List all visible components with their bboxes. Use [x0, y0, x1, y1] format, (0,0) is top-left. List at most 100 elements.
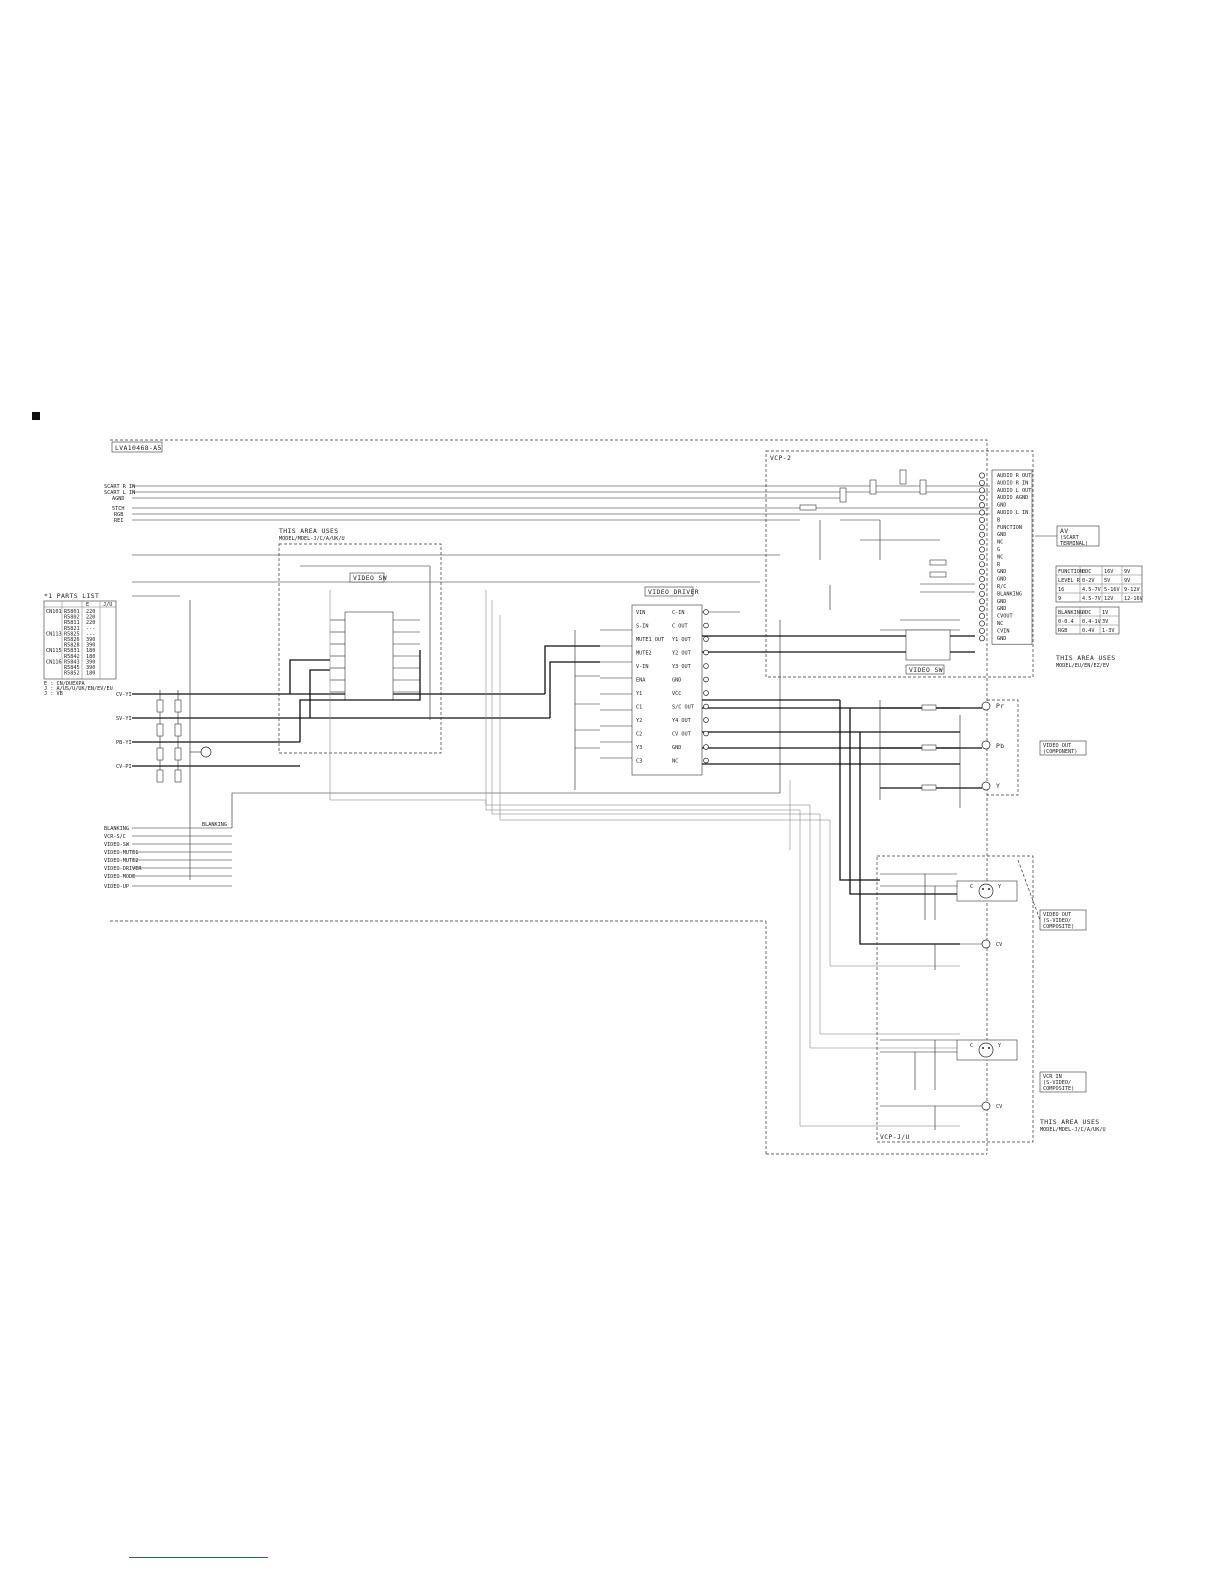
driver-pin-right: Y1 OUT	[672, 637, 691, 643]
vcr-in-2: (S-VIDEO/	[1043, 1080, 1071, 1086]
scart-pin-label: NC	[997, 540, 1003, 546]
function-table-cell: 5-16V	[1104, 587, 1120, 593]
scart-pin	[979, 568, 985, 575]
blanking-table-cell: 0.4-1V	[1082, 619, 1101, 625]
ctrl-vcr-sc: VCR-S/C	[104, 834, 126, 840]
av-label-2: (SCART	[1060, 535, 1079, 541]
av-label-3: TERMINAL)	[1060, 541, 1088, 547]
signal-rei: REI	[114, 518, 123, 524]
driver-pin-left: Y3	[636, 745, 642, 751]
svg-text:J/U: J/U	[103, 602, 112, 608]
driver-pin-left: C1	[636, 705, 642, 711]
parts-row-group: CN115	[46, 648, 62, 654]
parts-note-2: J : A/US/U/UK/EN/EV/EU	[44, 686, 113, 692]
scart-pin-label: NC	[997, 554, 1003, 560]
blanking-table-cell: 1-3V	[1102, 628, 1115, 634]
scart-pin	[979, 539, 985, 546]
video-sw-2-box	[905, 664, 945, 675]
driver-pin-left: C2	[636, 732, 642, 738]
board-label-box	[111, 441, 163, 453]
scart-pin	[979, 561, 985, 568]
parts-row-ref: R5831	[64, 648, 80, 654]
footer-link[interactable]	[129, 1557, 268, 1558]
function-table-cell: 4.5-7V	[1082, 596, 1101, 602]
scart-pin-label: GND	[997, 599, 1006, 605]
scart-pin	[979, 553, 985, 560]
scart-pin-label: AUDIO L IN	[997, 510, 1028, 516]
parts-row-group: CN113	[46, 631, 62, 637]
scart-pin	[979, 620, 985, 627]
function-table-cell: 9V	[1124, 578, 1130, 584]
area-vcp-ju	[876, 855, 1034, 1143]
scart-pin	[979, 605, 985, 612]
video-sw-2-label: VIDEO SW	[909, 666, 943, 674]
area-uses-top-1: THIS AREA USES	[279, 527, 338, 535]
vcr-in-3: COMPOSITE)	[1043, 1086, 1074, 1092]
video-out-composite-2: (S-VIDEO/	[1043, 918, 1071, 924]
signal-scart-l-in: SCART L IN	[104, 490, 135, 496]
driver-pin-terminal	[703, 730, 709, 737]
scart-pin-label: AUDIO L OUT	[997, 488, 1031, 494]
scart-pin-label: BLANKING	[997, 591, 1022, 597]
driver-pin-right: NC	[672, 759, 678, 765]
parts-row-ref: R5842	[64, 654, 80, 660]
function-table-cell: 9-12V	[1124, 587, 1140, 593]
driver-pin-terminal	[703, 690, 709, 696]
ctrl-video-driver: VIDEO-DRIVER	[104, 866, 142, 872]
scart-pin-label: GND	[997, 532, 1006, 538]
ctrl-video-mute1: VIDEO-MUTE1	[104, 850, 138, 856]
ctrl-video-sw: VIDEO-SW	[104, 842, 130, 848]
section-marker	[32, 412, 40, 420]
jack-y: Y	[996, 782, 1000, 790]
vcr-in-c: C	[970, 1043, 973, 1049]
bottom-routing	[329, 590, 960, 1127]
vcr-in-y: Y	[998, 1043, 1002, 1049]
function-table-cell: 16	[1058, 587, 1064, 593]
driver-pin-left: V-IN	[636, 664, 649, 670]
area-vcp-2	[765, 450, 1034, 678]
scart-pin-label: G	[997, 547, 1000, 553]
video-sw-1-box	[349, 572, 385, 583]
driver-pin-right: GND	[672, 678, 681, 684]
svideo-out	[880, 873, 1018, 970]
parts-list: *1 PARTS LIST E J/U	[43, 592, 117, 680]
parts-note-1: E : CN/DUEXPA	[44, 681, 85, 687]
signal-scart-r-in: SCART R IN	[104, 484, 135, 490]
driver-pin-left: Y1	[636, 691, 642, 697]
driver-pin-terminal	[703, 757, 709, 764]
video-out-composite-1: VIDEO OUT	[1043, 912, 1071, 918]
video-out-component-box	[1039, 740, 1087, 756]
scart-pin-label: AUDIO R OUT	[997, 473, 1031, 479]
vcr-in-box	[1039, 1071, 1087, 1093]
scart-circuitry	[799, 469, 975, 675]
driver-pin-right: S/C OUT	[672, 705, 694, 711]
vcr-in	[880, 1039, 1018, 1130]
parts-row-value: 220	[86, 615, 95, 621]
scart-pin-label: AUDIO AGND	[997, 495, 1028, 501]
vcp-ju-label: VCP-J/U	[880, 1133, 910, 1141]
scart-connector-body	[991, 469, 1033, 645]
function-table-header: 16V	[1104, 569, 1113, 575]
scart-pin	[979, 524, 985, 531]
scart-pin-label: NC	[997, 621, 1003, 627]
ctrl-video-mode: VIDEO-MODE	[104, 874, 135, 880]
ctrl-blanking-right: BLANKING	[202, 822, 227, 828]
signal-agnd: AGND	[112, 496, 125, 502]
function-table-cell: 4.5-7V	[1082, 587, 1101, 593]
parts-row-value: 220	[86, 620, 95, 626]
video-driver-label-box	[644, 586, 694, 597]
parts-row-ref: R5852	[64, 671, 80, 677]
driver-pin-left: S-IN	[636, 624, 649, 630]
scart-pin	[979, 627, 985, 634]
parts-note-3: J : VB	[44, 691, 63, 697]
scart-pin-label: GND	[997, 569, 1006, 575]
driver-pin-terminal	[703, 676, 709, 683]
ctrl-video-up: VIDEO-UP	[104, 884, 129, 890]
function-table-header: FUNCTION	[1058, 569, 1083, 575]
function-table-cell: 12V	[1104, 596, 1113, 602]
scart-pin	[979, 546, 985, 553]
parts-row-value: 390	[86, 665, 95, 671]
